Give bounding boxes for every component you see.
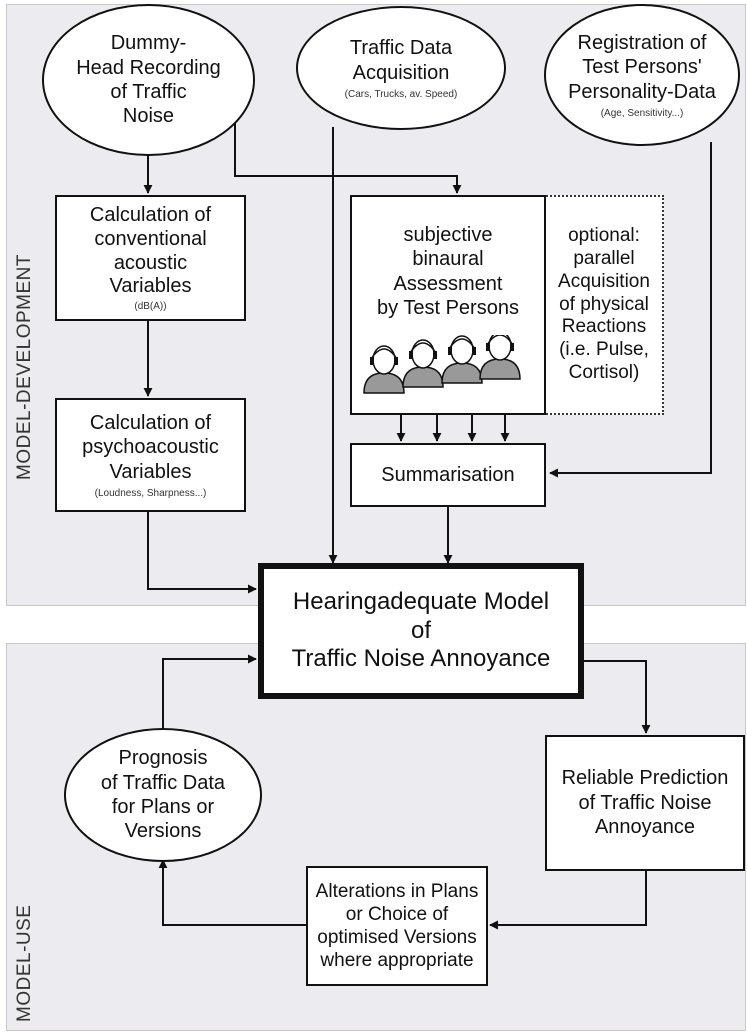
arrow-dummyhead-to-assessment <box>234 122 462 194</box>
arrow-model-to-prediction <box>584 660 651 734</box>
arrow-alterations-to-prognosis <box>158 859 306 926</box>
test-person-icon <box>441 334 483 384</box>
traffic-data-note: (Cars, Trucks, av. Speed) <box>344 88 458 100</box>
summarisation-label: Summarisation <box>381 463 515 486</box>
test-person-icon <box>402 338 444 388</box>
test-person-icon <box>479 334 521 380</box>
test-person-icon <box>363 344 405 394</box>
conventional-note: (dB(A)) <box>134 300 167 312</box>
registration-note: (Age, Sensitivity...) <box>600 108 684 120</box>
arrow-registration-to-summarisation <box>549 142 712 478</box>
test-persons-illustration <box>363 334 521 394</box>
summarisation-node: Summarisation <box>350 443 546 507</box>
arrow-prognosis-to-model <box>162 654 257 730</box>
arrow-prediction-to-alterations <box>489 870 647 930</box>
psychoacoustic-note: (Loudness, Sharpness...) <box>94 488 207 500</box>
arrow-psychoacoustic-to-model <box>147 512 257 594</box>
